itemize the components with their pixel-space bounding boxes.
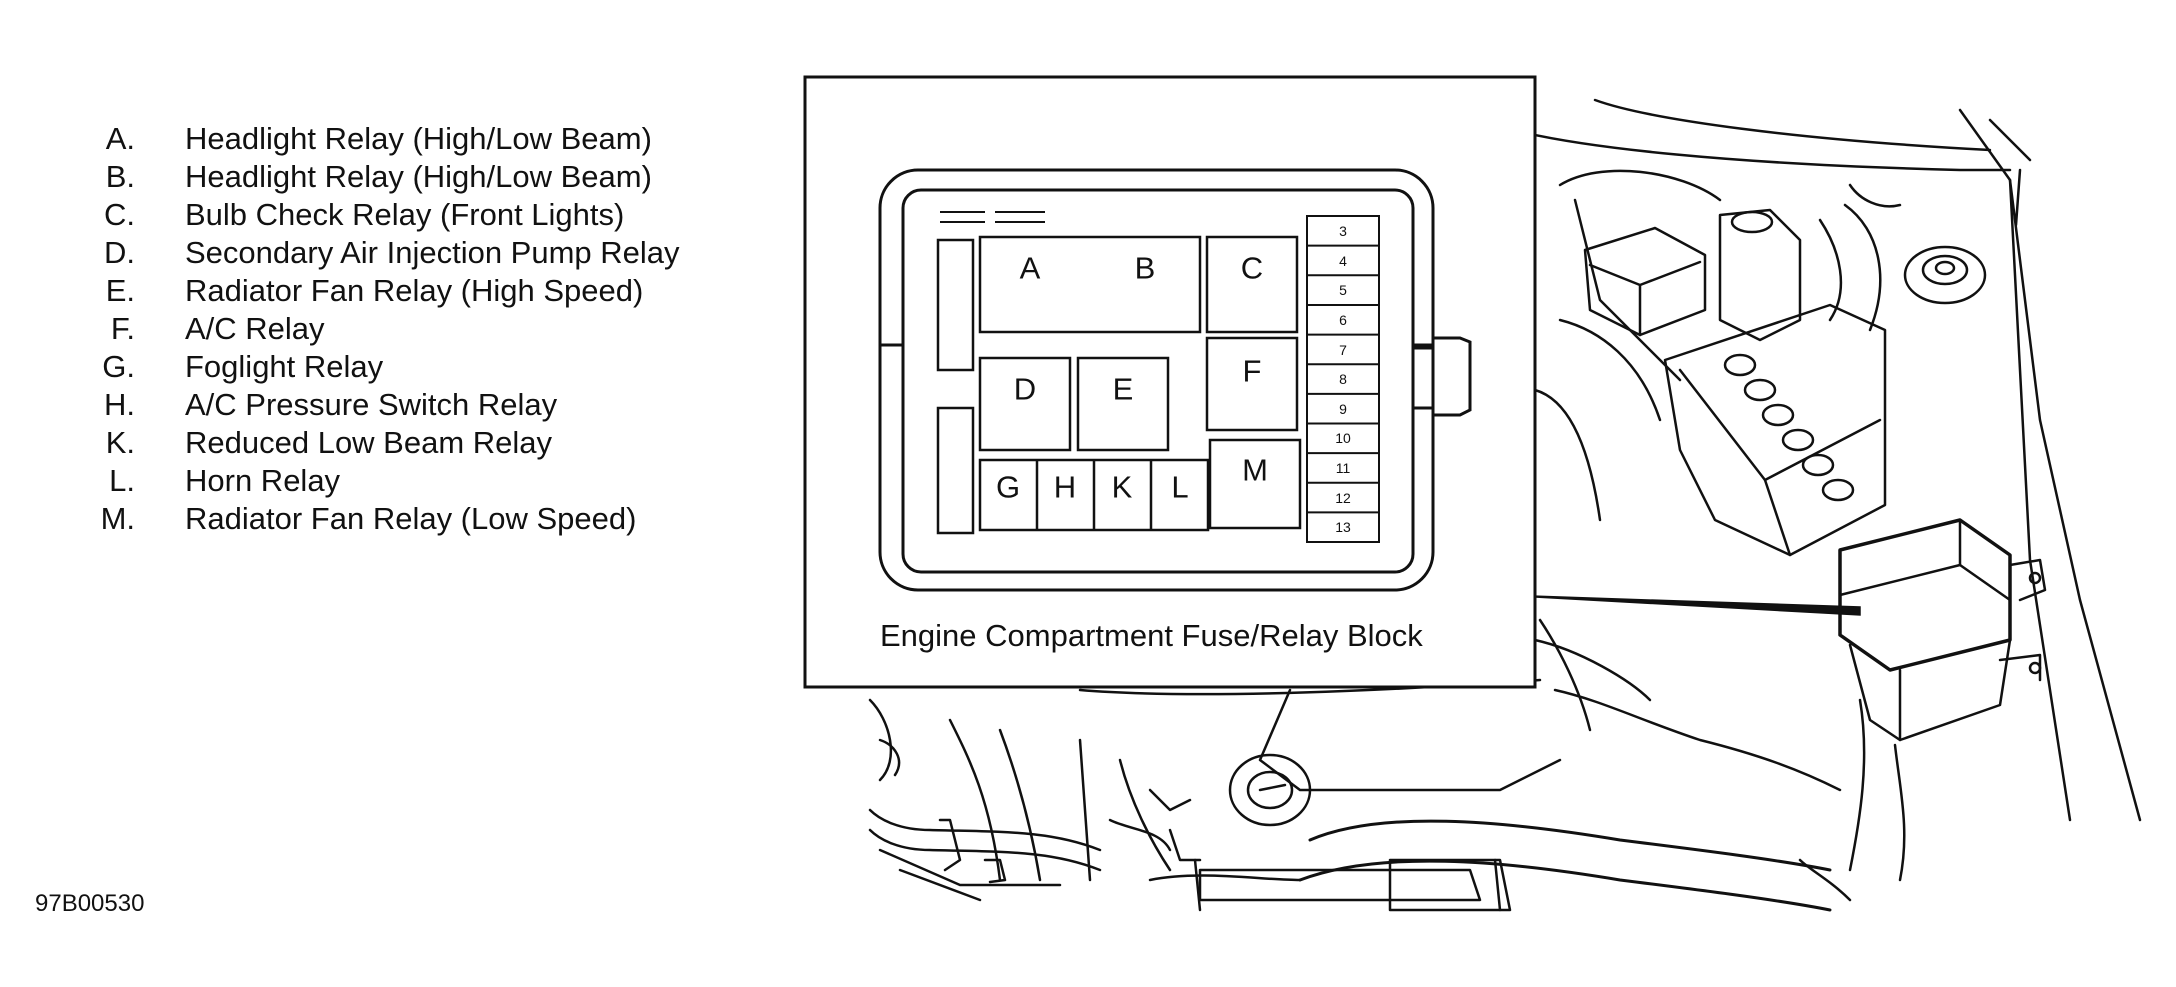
relay-label-f: F: [1243, 354, 1262, 389]
legend-label: A/C Relay: [185, 311, 325, 346]
fuse-label: 6: [1339, 312, 1347, 328]
legend-letter: M.: [100, 501, 135, 536]
legend-item: E. Radiator Fan Relay (High Speed): [55, 272, 680, 310]
fuse-block-outline: [878, 168, 1472, 592]
relay-label-g: G: [996, 470, 1020, 505]
relay-label-k: K: [1112, 470, 1133, 505]
fuse-label: 3: [1339, 223, 1347, 239]
fuse-column: [1306, 215, 1380, 543]
relay-ab-slot: [978, 235, 1202, 334]
legend-item: D. Secondary Air Injection Pump Relay: [55, 234, 680, 272]
legend-item: L. Horn Relay: [55, 462, 680, 500]
relay-m-slot: [1208, 438, 1302, 530]
fuse-label: 8: [1339, 371, 1347, 387]
legend-label: Secondary Air Injection Pump Relay: [185, 235, 680, 270]
relay-label-a: A: [1020, 251, 1041, 286]
legend-item: M. Radiator Fan Relay (Low Speed): [55, 500, 680, 538]
fuse-label: 7: [1339, 342, 1347, 358]
legend-letter: G.: [102, 349, 135, 384]
legend-letter: F.: [110, 311, 135, 346]
legend-item: K. Reduced Low Beam Relay: [55, 424, 680, 462]
fuse-label: 11: [1336, 460, 1351, 476]
relay-label-l: L: [1171, 470, 1188, 505]
legend-letter: L.: [109, 463, 135, 498]
fuse-label: 9: [1339, 401, 1347, 417]
relay-label-h: H: [1054, 470, 1076, 505]
engine-bay-sketch: [868, 98, 2142, 912]
legend-letter: C.: [104, 197, 135, 232]
legend-item: A. Headlight Relay (High/Low Beam): [55, 120, 680, 158]
relay-label-b: B: [1135, 251, 1156, 286]
pointer-arrow: [1499, 594, 1861, 616]
relay-label-m: M: [1242, 453, 1268, 488]
legend-label: Reduced Low Beam Relay: [185, 425, 553, 460]
fuse-label: 5: [1339, 282, 1347, 298]
relay-d-slot: [978, 356, 1072, 452]
legend-label: Headlight Relay (High/Low Beam): [185, 121, 652, 156]
fuse-label: 12: [1335, 490, 1351, 506]
relay-label-c: C: [1241, 251, 1263, 286]
legend-letter: B.: [105, 159, 135, 194]
legend-letter: D.: [104, 235, 135, 270]
fuse-label: 10: [1335, 430, 1351, 446]
inset-caption: Engine Compartment Fuse/Relay Block: [880, 618, 1423, 653]
legend-item: H. A/C Pressure Switch Relay: [55, 386, 680, 424]
relay-label-e: E: [1113, 372, 1134, 407]
legend-item: F. A/C Relay: [55, 310, 680, 348]
relay-grid: [978, 235, 1302, 532]
legend-letter: K.: [105, 425, 135, 460]
legend-label: Bulb Check Relay (Front Lights): [185, 197, 625, 232]
fuse-label: 13: [1335, 519, 1351, 535]
legend-item: C. Bulb Check Relay (Front Lights): [55, 196, 680, 234]
relay-legend: A. Headlight Relay (High/Low Beam) B. Head…: [55, 120, 680, 538]
legend-label: Horn Relay: [185, 463, 341, 498]
legend-letter: A.: [105, 121, 135, 156]
figure-id: 97B00530: [35, 890, 145, 917]
legend-label: A/C Pressure Switch Relay: [185, 387, 558, 422]
relay-c-slot: [1205, 235, 1299, 334]
legend-label: Foglight Relay: [185, 349, 384, 384]
legend-label: Headlight Relay (High/Low Beam): [185, 159, 652, 194]
legend-item: G. Foglight Relay: [55, 348, 680, 386]
legend-letter: H.: [104, 387, 135, 422]
relay-e-slot: [1076, 356, 1170, 452]
relay-f-slot: [1205, 336, 1299, 432]
relay-label-d: D: [1014, 372, 1036, 407]
legend-item: B. Headlight Relay (High/Low Beam): [55, 158, 680, 196]
legend-label: Radiator Fan Relay (High Speed): [185, 273, 644, 308]
legend-label: Radiator Fan Relay (Low Speed): [185, 501, 637, 536]
legend-letter: E.: [105, 273, 135, 308]
fuse-label: 4: [1339, 253, 1347, 269]
